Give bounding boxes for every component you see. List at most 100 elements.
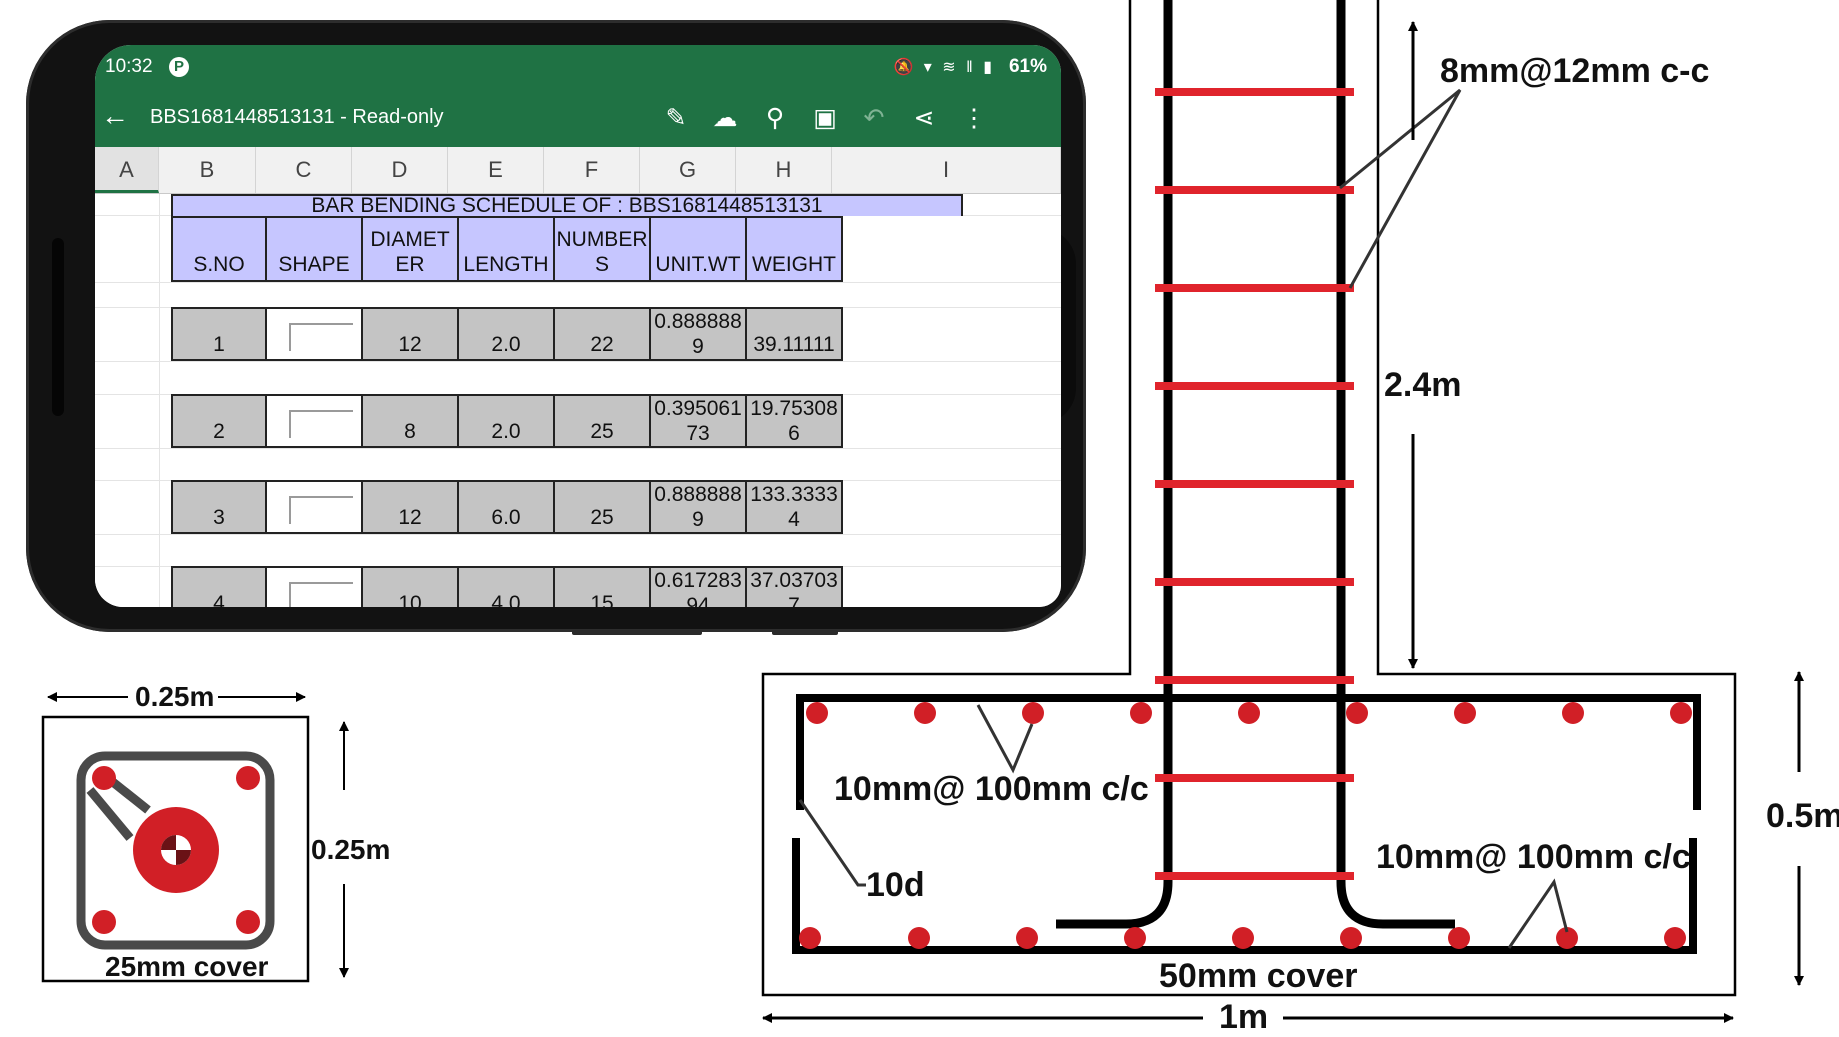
bottom-bar-dot [1340,927,1362,949]
phone-bottom-edge [572,630,702,635]
cell-length: 4.0 [457,566,555,607]
column-header-e[interactable]: E [448,147,544,193]
cell-unit-wt: 0.617283 94 [649,566,747,607]
cell-shape [265,394,363,448]
bottom-bar-dot [908,927,930,949]
top-bar-dot [1562,702,1584,724]
cell-weight: 39.11111 [745,307,843,361]
corner-bar [236,910,260,934]
phone-side-button [52,238,64,416]
cell-weight: 19.75308 6 [745,394,843,448]
bottom-bar-dot [1664,927,1686,949]
top-bar-dot [1454,702,1476,724]
hook-leader [798,799,866,887]
battery-percent: 61% [1008,56,1047,77]
header-cell-weight: WEIGHT [745,216,843,282]
column-section-outline [41,715,310,983]
bottom-bar-dot [799,927,821,949]
header-cell-numbers: NUMBER S [553,216,651,282]
bottom-bar-dot [1232,927,1254,949]
column-header-b[interactable]: B [159,147,256,193]
leader-lines [798,88,1569,949]
cell-shape [265,307,363,361]
corner-bar [92,910,116,934]
top-bar-dot [1670,702,1692,724]
tie-hook [86,787,134,841]
spreadsheet-grid[interactable]: BAR BENDING SCHEDULE OF : BBS16814485131… [95,194,1061,607]
top-bar-dot [1238,702,1260,724]
column-bar-left [1056,0,1173,929]
grid-line [95,448,1061,449]
top-bar-dot [914,702,936,724]
save-icon[interactable]: ▣ [813,104,837,132]
search-icon[interactable]: ⚲ [765,104,785,132]
cell-unit-wt: 0.888888 9 [649,480,747,534]
column-cover-label: 25mm cover [105,951,269,982]
top-bar-dot [1346,702,1368,724]
bottom-bar-dot [1016,927,1038,949]
more-icon[interactable]: ⋮ [961,104,987,132]
cloud-upload-icon[interactable]: ☁ [712,104,738,132]
top-mesh-bar [796,694,1701,810]
cell-length: 2.0 [457,394,555,448]
footing-depth-label: 0.5m [1766,797,1839,835]
undo-icon[interactable]: ↶ [863,104,885,132]
cell-numbers: 22 [553,307,651,361]
corner-bar [236,766,260,790]
back-arrow-icon[interactable]: ← [101,100,129,131]
column-bar-right [1336,0,1455,929]
top-bar-label: 10mm@ 100mm c/c [834,770,1149,808]
column-header-g[interactable]: G [640,147,736,193]
cell-length: 2.0 [457,307,555,361]
phone-bottom-edge [772,630,838,635]
bar-shape-icon [289,410,353,440]
top-bar-dot [806,702,828,724]
excel-toolbar: ← BBS1681448513131 - Read-only ✎ ☁ ⚲ ▣ ↶… [95,91,1061,147]
footing-cover-label: 50mm cover [1159,957,1358,995]
cell-numbers: 25 [553,480,651,534]
stirrup-label: 8mm@12mm c-c [1440,52,1710,90]
share-icon[interactable]: ⋖ [913,104,935,132]
column-header-c[interactable]: C [256,147,352,193]
column-header-a[interactable]: A [95,147,159,193]
top-bar-dot [1130,702,1152,724]
column-width-label: 0.25m [135,681,215,712]
grid-line [95,534,1061,535]
column-header-f[interactable]: F [544,147,640,193]
cell-sno: 3 [171,480,267,534]
cell-unit-wt: 0.888888 9 [649,307,747,361]
cell-sno: 1 [171,307,267,361]
column-header-h[interactable]: H [736,147,832,193]
top-bar-dot [1022,702,1044,724]
bottom-mesh-bar [792,838,1697,954]
center-bar-mark [176,850,191,865]
bar-shape-icon [289,582,353,607]
draw-icon[interactable]: ✎ [665,104,687,132]
column-header-d[interactable]: D [352,147,448,193]
header-cell-sno: S.NO [171,216,267,282]
footing-width-label: 1m [1219,998,1269,1036]
column-cross-section [41,692,349,983]
cell-weight: 37.03703 7 [745,566,843,607]
sheet-title: BAR BENDING SCHEDULE OF : BBS16814485131… [171,194,963,216]
status-time: 10:32 [105,56,153,77]
p-icon: P [169,57,189,77]
bar-shape-icon [289,323,353,353]
cell-diameter: 12 [361,480,459,534]
column-tie [76,751,275,950]
center-bar-mark [161,835,176,850]
bottom-bar-dot [1448,927,1470,949]
column-header-i[interactable]: I [832,147,1061,193]
cell-sno: 4 [171,566,267,607]
footing-elevation [761,0,1804,1023]
document-title: BBS1681448513131 - Read-only [150,106,444,128]
cell-weight: 133.3333 4 [745,480,843,534]
hook-label: 10d [866,866,925,904]
top-bar-dots [806,702,1692,724]
top-bar-leader [976,704,1034,774]
grid-line [95,282,1061,283]
corner-bar [92,766,116,790]
bottom-bar-label: 10mm@ 100mm c/c [1376,838,1691,876]
header-cell-length: LENGTH [457,216,555,282]
